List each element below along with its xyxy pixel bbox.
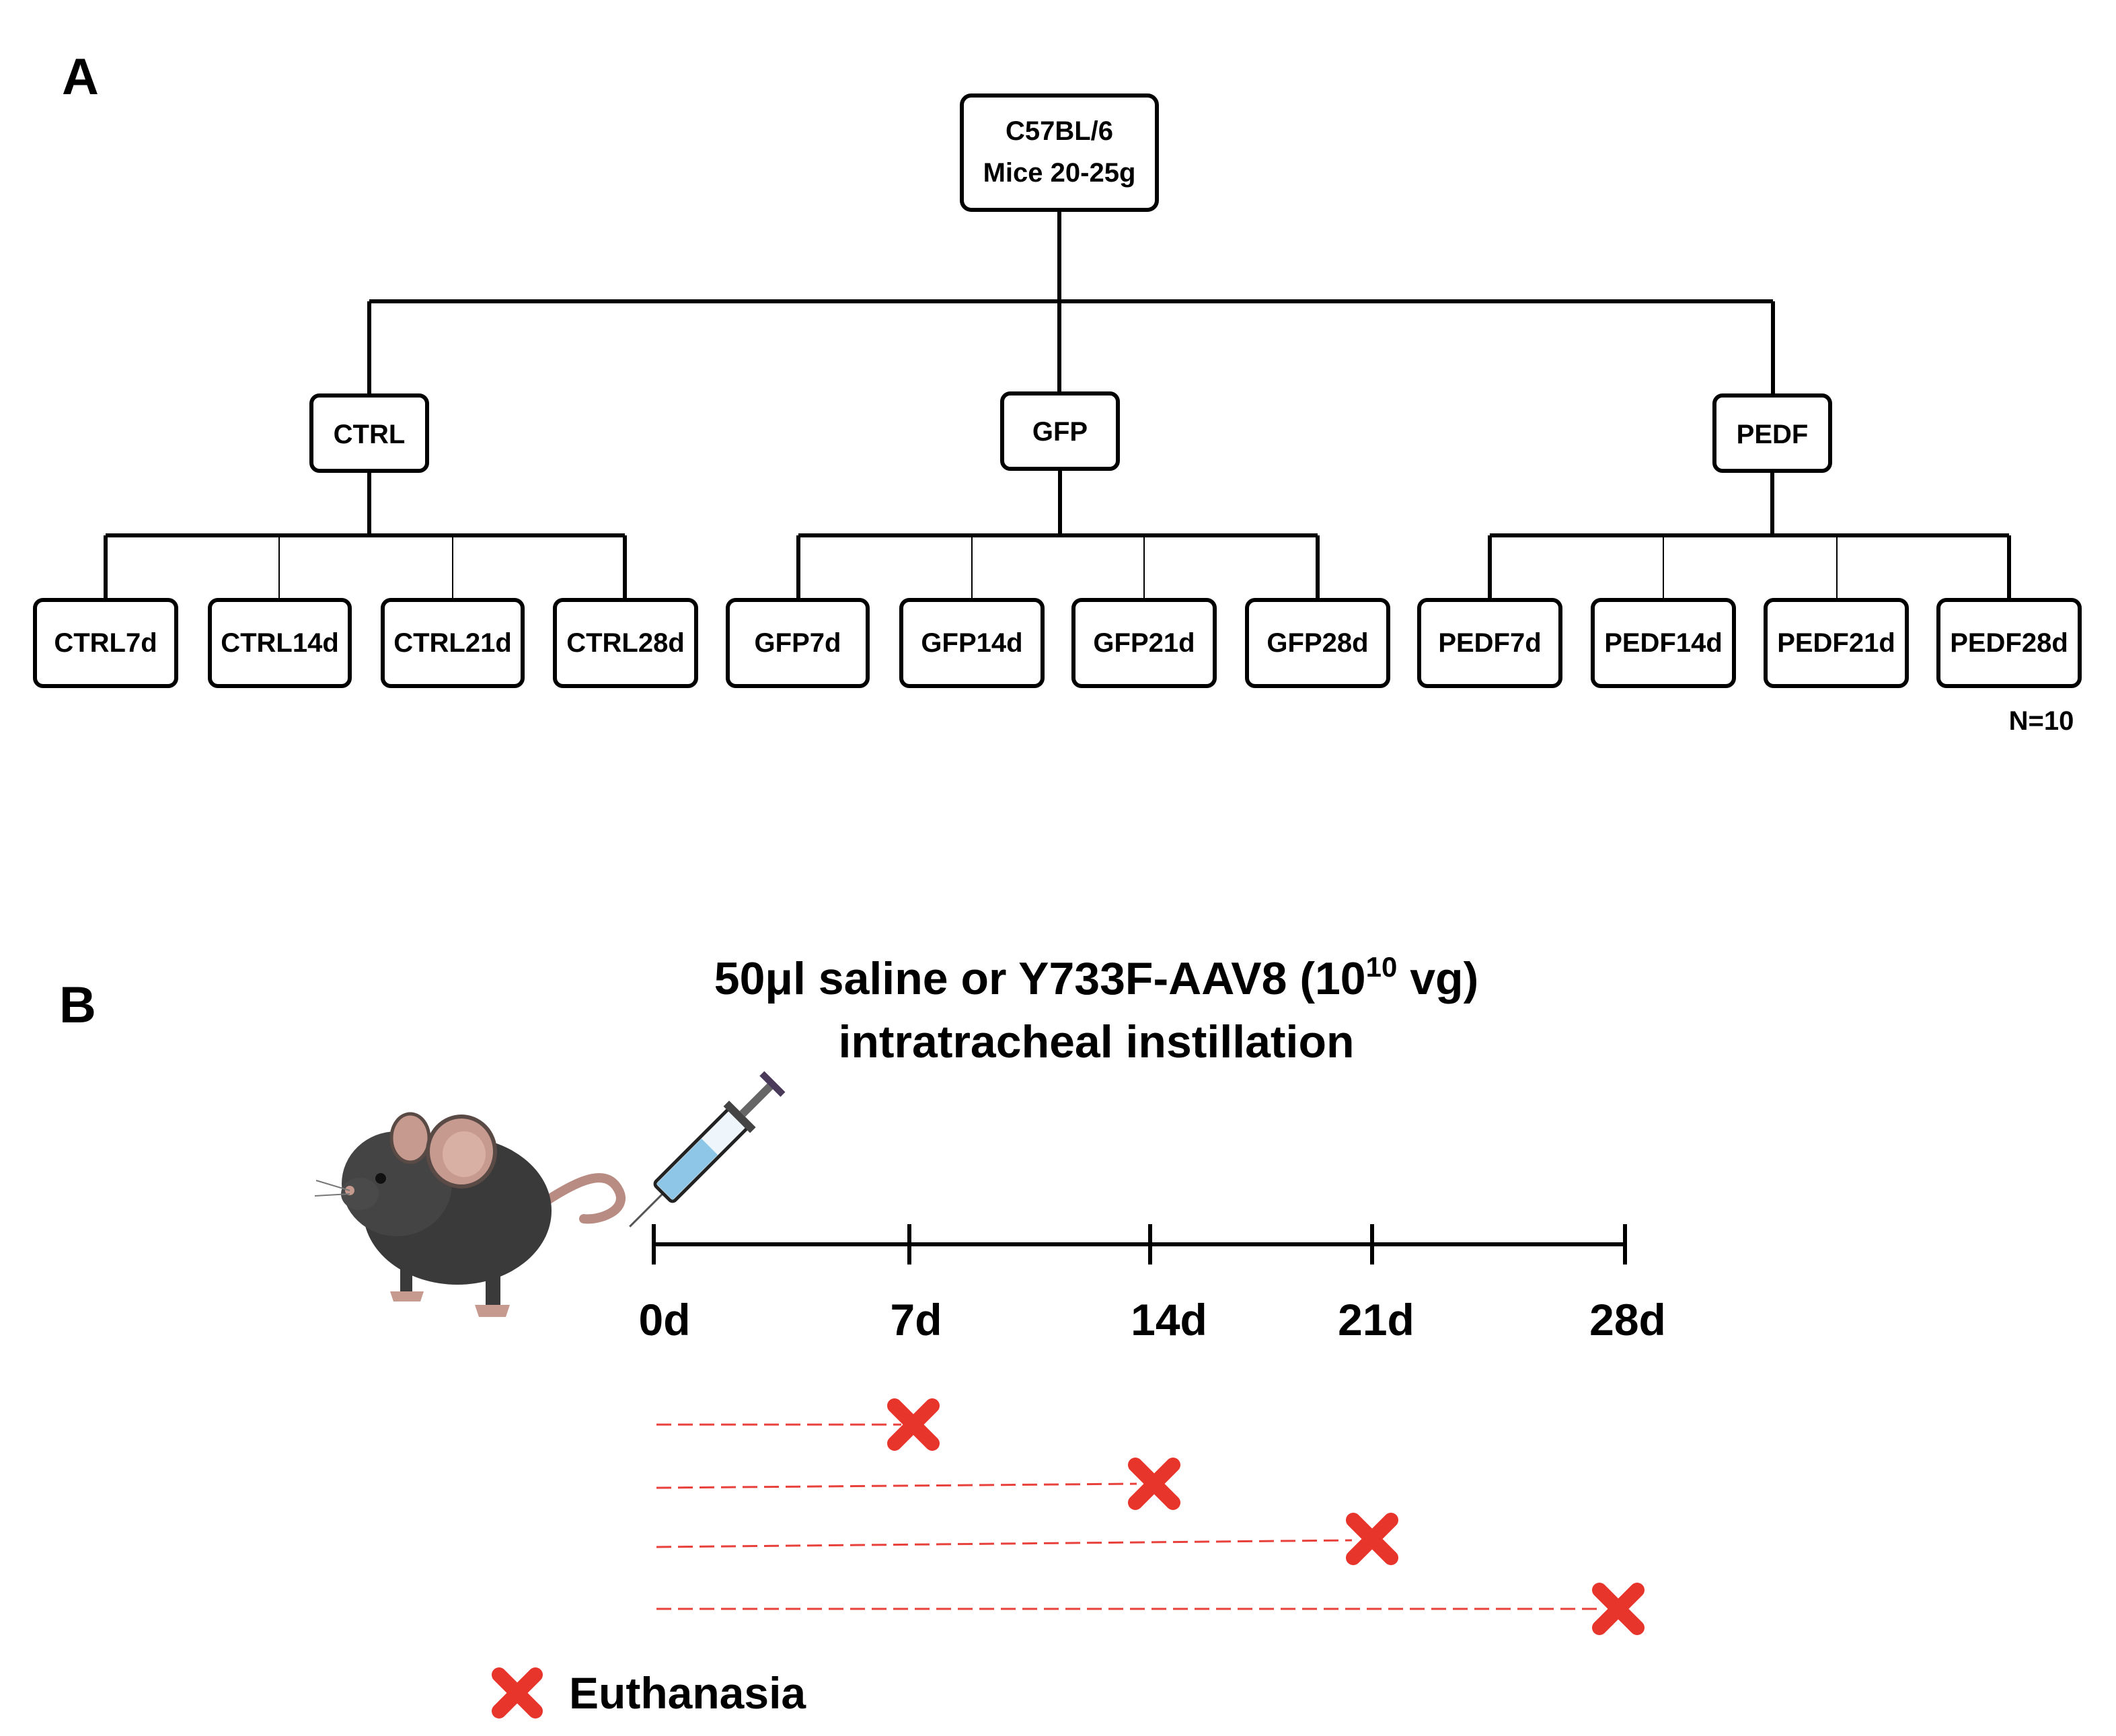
n-label: N=10 bbox=[2009, 706, 2074, 736]
title-main-text: 50μl saline or Y733F-AAV8 (10 bbox=[714, 953, 1366, 1004]
leaf-label: GFP7d bbox=[755, 628, 841, 658]
root-node: C57BL/6 Mice 20-25g bbox=[960, 93, 1159, 212]
mouse-illustration bbox=[314, 1112, 626, 1317]
group-label: GFP bbox=[1032, 417, 1088, 447]
leaf-label: PEDF7d bbox=[1438, 628, 1541, 658]
panel-b-label: B bbox=[59, 977, 96, 1034]
group-node-ctrl: CTRL bbox=[309, 393, 429, 473]
tick-label-0d: 0d bbox=[638, 1295, 690, 1345]
group-label: CTRL bbox=[334, 420, 406, 449]
root-line-2: Mice 20-25g bbox=[983, 158, 1136, 188]
leaf-label: CTRL7d bbox=[54, 628, 157, 658]
leaf-gfp21d: GFP21d bbox=[1071, 598, 1217, 688]
leaf-label: GFP14d bbox=[921, 628, 1022, 658]
leaf-label: PEDF28d bbox=[1950, 628, 2068, 658]
leaf-ctrl14d: CTRL14d bbox=[208, 598, 352, 688]
leaf-pedf14d: PEDF14d bbox=[1591, 598, 1736, 688]
timeline-axis bbox=[652, 1224, 1627, 1265]
tick-label-14d: 14d bbox=[1131, 1295, 1207, 1345]
panel-b-title-line2: intratracheal instillation bbox=[838, 1016, 1354, 1067]
tree-connectors-level1 bbox=[367, 210, 1775, 395]
leaf-label: CTRL21d bbox=[393, 628, 512, 658]
title-end-text: vg) bbox=[1397, 953, 1478, 1004]
leaf-ctrl7d: CTRL7d bbox=[33, 598, 178, 688]
euthanasia-schedule bbox=[656, 1398, 1645, 1635]
red-x-icon bbox=[1128, 1458, 1180, 1510]
leaf-label: PEDF14d bbox=[1604, 628, 1723, 658]
tick-label-7d: 7d bbox=[890, 1295, 942, 1345]
group-node-gfp: GFP bbox=[1000, 391, 1120, 471]
leaf-label: PEDF21d bbox=[1777, 628, 1895, 658]
tree-connectors-level2 bbox=[104, 469, 2011, 600]
leaf-pedf28d: PEDF28d bbox=[1936, 598, 2082, 688]
root-line-1: C57BL/6 bbox=[1006, 116, 1113, 146]
red-x-icon bbox=[887, 1398, 940, 1451]
leaf-pedf7d: PEDF7d bbox=[1417, 598, 1562, 688]
red-x-icon bbox=[1346, 1513, 1398, 1565]
group-label: PEDF bbox=[1737, 420, 1809, 449]
red-x-icon bbox=[492, 1667, 543, 1719]
leaf-nodes: CTRL7d CTRL14d CTRL21d CTRL28d GFP7d GFP… bbox=[33, 598, 2082, 688]
legend-label: Euthanasia bbox=[569, 1668, 806, 1718]
group-node-pedf: PEDF bbox=[1712, 393, 1832, 473]
leaf-gfp7d: GFP7d bbox=[726, 598, 870, 688]
syringe-icon bbox=[629, 1071, 786, 1228]
tick-label-28d: 28d bbox=[1589, 1295, 1666, 1345]
leaf-ctrl28d: CTRL28d bbox=[553, 598, 698, 688]
panel-b-title-line1: 50μl saline or Y733F-AAV8 (1010 vg) bbox=[714, 951, 1479, 1004]
leaf-label: GFP21d bbox=[1093, 628, 1195, 658]
tick-label-21d: 21d bbox=[1338, 1295, 1414, 1345]
legend: Euthanasia bbox=[492, 1667, 806, 1719]
leaf-label: CTRL14d bbox=[221, 628, 339, 658]
leaf-ctrl21d: CTRL21d bbox=[381, 598, 525, 688]
leaf-label: CTRL28d bbox=[566, 628, 685, 658]
title-superscript: 10 bbox=[1366, 951, 1398, 983]
panel-a-label: A bbox=[62, 48, 99, 106]
red-x-icon bbox=[1592, 1583, 1645, 1635]
leaf-gfp14d: GFP14d bbox=[899, 598, 1045, 688]
leaf-gfp28d: GFP28d bbox=[1245, 598, 1390, 688]
leaf-pedf21d: PEDF21d bbox=[1764, 598, 1909, 688]
timeline-tick-labels: 0d 7d 14d 21d 28d bbox=[638, 1295, 1665, 1345]
leaf-label: GFP28d bbox=[1267, 628, 1368, 658]
